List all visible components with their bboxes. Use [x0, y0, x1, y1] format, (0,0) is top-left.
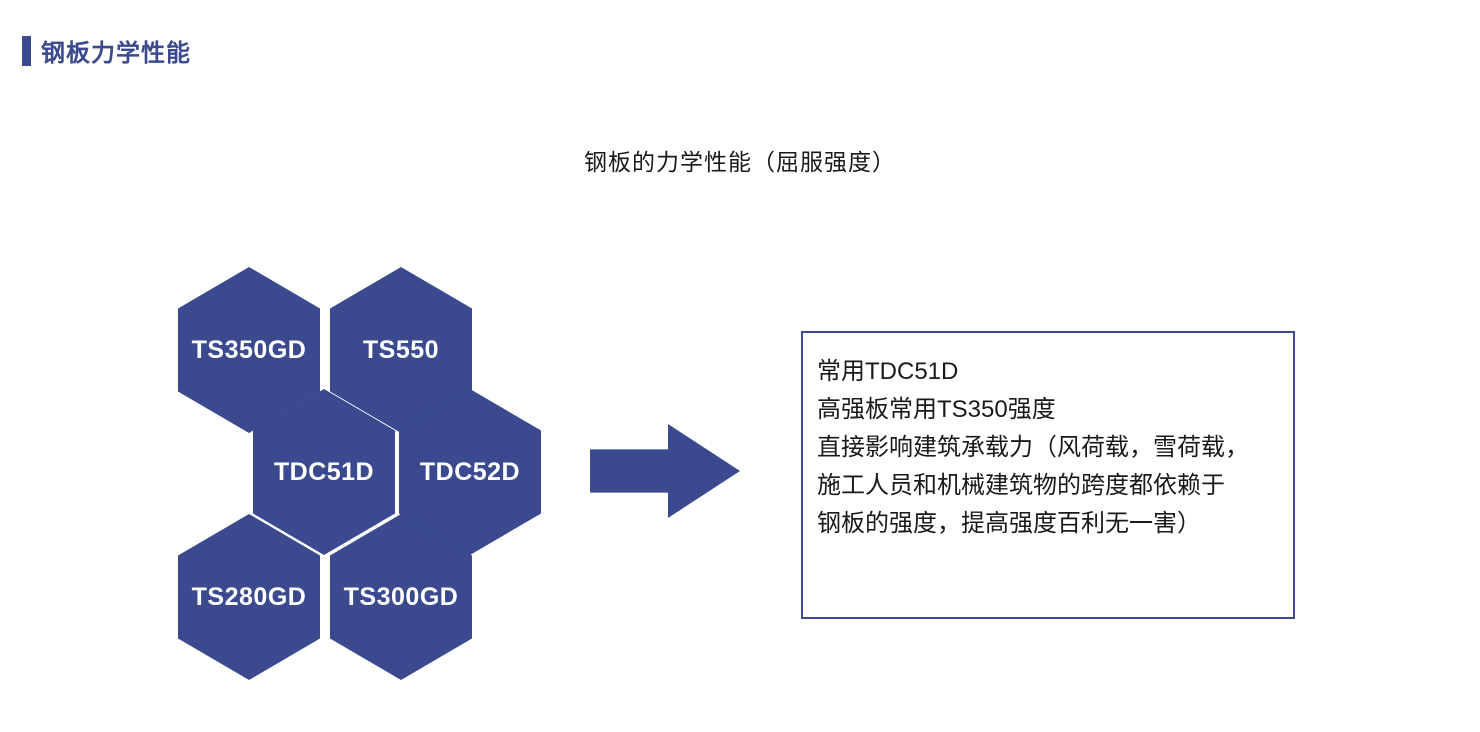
description-line: 施工人员和机械建筑物的跨度都依赖于 [817, 472, 1225, 499]
hexagon-label: TS550 [362, 335, 440, 364]
diagram-subtitle: 钢板的力学性能（屈服强度） [584, 149, 896, 175]
hexagon-label: TDC52D [419, 457, 521, 486]
hexagon-label: TS280GD [191, 582, 307, 611]
hexagon-label: TS300GD [343, 582, 459, 611]
arrow-right-icon [590, 424, 740, 518]
hexagon-ts300gd: TS300GD [330, 514, 472, 680]
description-line: 常用TDC51D [817, 358, 959, 385]
page-title: 钢板力学性能 [41, 40, 191, 67]
page-header: 钢板力学性能 [22, 33, 191, 68]
hexagon-ts280gd: TS280GD [178, 514, 320, 680]
hexagon-label: TDC51D [273, 457, 375, 486]
description-line: 钢板的强度，提高强度百利无一害） [817, 510, 1201, 537]
description-box: 常用TDC51D 高强板常用TS350强度 直接影响建筑承载力（风荷载，雪荷载，… [801, 331, 1295, 619]
title-accent-bar [22, 35, 31, 66]
description-line: 直接影响建筑承载力（风荷载，雪荷载， [817, 434, 1249, 461]
description-line: 高强板常用TS350强度 [817, 396, 1056, 423]
hexagon-label: TS350GD [191, 335, 307, 364]
